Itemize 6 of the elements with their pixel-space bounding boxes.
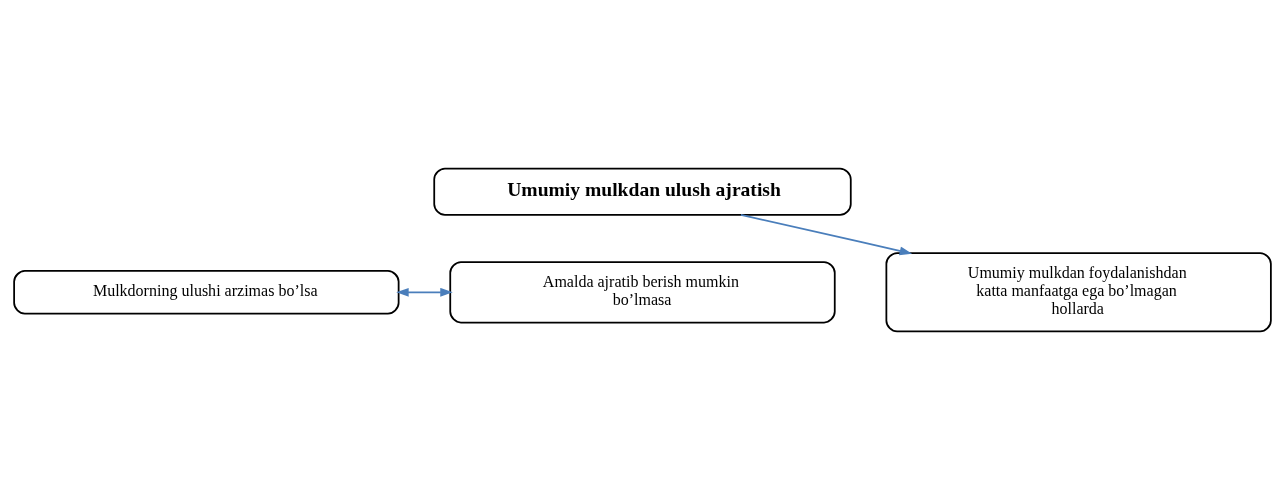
node-box: Umumiy mulkdan foydalanishdan katta manfaatga ega bo’lmagan hollarda — [885, 251, 1272, 332]
arrow — [740, 213, 913, 255]
node-box: Umumiy mulkdan ulush ajratish — [433, 167, 852, 216]
arrow — [396, 287, 453, 297]
node-box: Amalda ajratib berish mumkin bo’lmasa — [449, 260, 836, 323]
node-box: Mulkdorning ulushi arzimas bo’lsa — [13, 269, 400, 315]
